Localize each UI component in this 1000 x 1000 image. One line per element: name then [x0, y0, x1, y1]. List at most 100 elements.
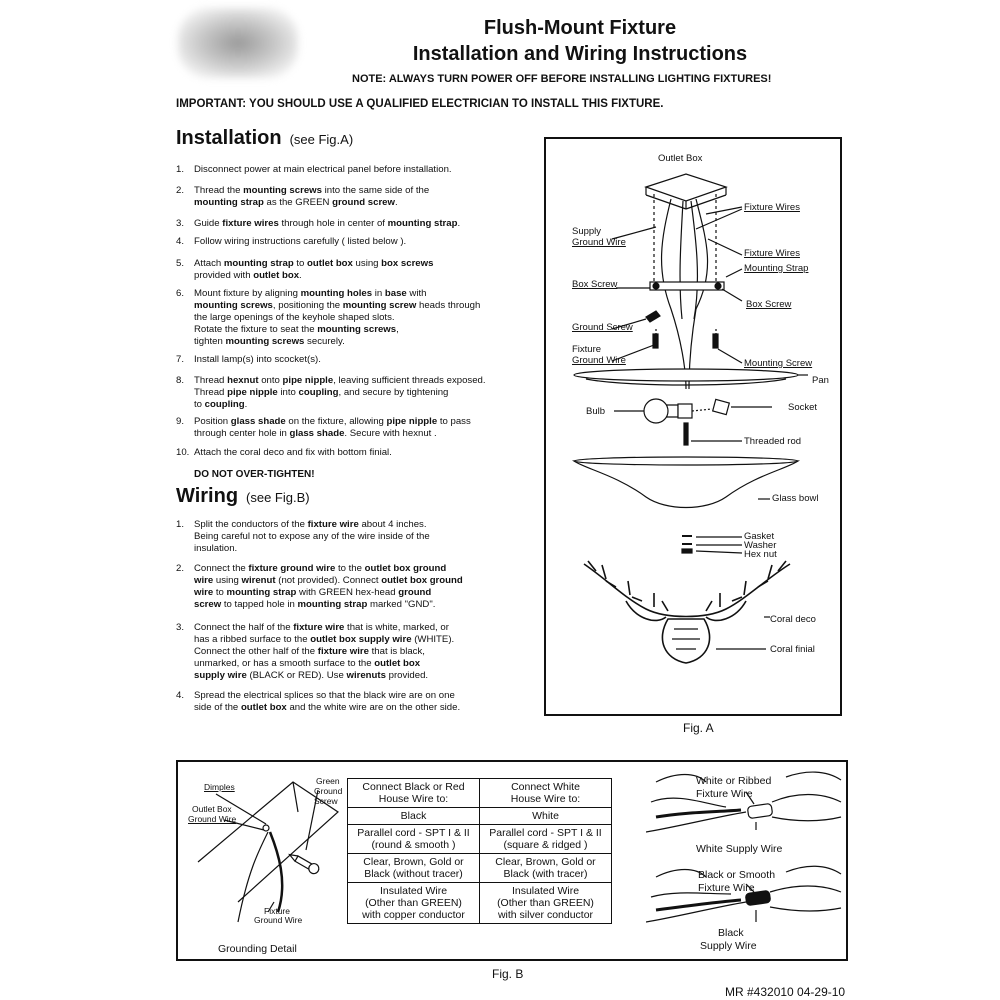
label-black-smooth-2: Fixture Wire: [698, 882, 755, 894]
table-cell: Parallel cord - SPT I & II (round & smoo…: [347, 824, 480, 854]
installation-step-text: Follow wiring instructions carefully ( l…: [194, 236, 407, 247]
over-tighten-warning: DO NOT OVER-TIGHTEN!: [194, 469, 315, 480]
installation-step-text: Guide fixture wires through hole in cent…: [194, 218, 461, 229]
label-green-1: Green: [316, 776, 340, 786]
label-fixture-ground-1: Fixture: [572, 344, 602, 355]
label-ground-screw: Ground Screw: [572, 322, 633, 333]
wiring-step-text: Connect the fixture ground wire to the o…: [194, 563, 463, 610]
figure-a: Outlet Box Fixture Wires Supply Ground W…: [544, 137, 842, 716]
wiring-step-number: 1.: [176, 519, 185, 530]
wiring-heading: Wiring (see Fig.B): [176, 485, 310, 508]
installation-step-number: 6.: [176, 288, 185, 299]
figure-b-caption: Fig. B: [492, 967, 524, 981]
installation-step-number: 8.: [176, 375, 185, 386]
wire-matching-table: Connect Black or Red House Wire to:Conne…: [347, 778, 612, 924]
label-fixture-wires-top: Fixture Wires: [744, 202, 800, 213]
wiring-heading-text: Wiring: [176, 485, 239, 507]
wiring-step-number: 3.: [176, 622, 185, 633]
installation-step-text: Attach mounting strap to outlet box usin…: [194, 258, 434, 281]
table-cell: White: [479, 807, 612, 825]
installation-step-number: 9.: [176, 416, 185, 427]
installation-step-text: Attach the coral deco and fix with botto…: [194, 447, 392, 458]
wiring-see-fig: (see Fig.B): [246, 490, 310, 505]
label-bulb: Bulb: [586, 406, 606, 417]
power-off-note: NOTE: ALWAYS TURN POWER OFF BEFORE INSTA…: [352, 73, 772, 85]
installation-step-number: 3.: [176, 218, 185, 229]
installation-step-number: 1.: [176, 164, 185, 175]
label-threaded-rod: Threaded rod: [744, 436, 802, 447]
label-green-2: Ground: [314, 786, 343, 796]
label-mounting-strap: Mounting Strap: [744, 263, 809, 274]
table-cell: Black: [347, 807, 480, 825]
document-id: MR #432010 04-29-10: [725, 985, 846, 999]
installation-step-text: Thread the mounting screws into the same…: [194, 185, 430, 208]
label-dimples: Dimples: [204, 782, 235, 792]
installation-step-text: Mount fixture by aligning mounting holes…: [194, 288, 481, 347]
table-cell: Insulated Wire (Other than GREEN) with c…: [347, 882, 480, 924]
installation-see-fig: (see Fig.A): [289, 132, 354, 147]
grounding-detail-caption: Grounding Detail: [218, 943, 297, 955]
installation-step-number: 5.: [176, 258, 185, 269]
label-outlet-box-ground-1: Outlet Box: [192, 804, 232, 814]
label-black-supply-2: Supply Wire: [700, 940, 757, 952]
label-supply-ground-1: Supply: [572, 226, 602, 237]
label-white-ribbed-2: Fixture Wire: [696, 788, 753, 800]
table-cell: Connect Black or Red House Wire to:: [347, 778, 480, 808]
installation-step-number: 7.: [176, 354, 185, 365]
page-title: Flush-Mount Fixture: [483, 17, 677, 39]
figure-b: Dimples Green Ground Screw Outlet Box Gr…: [176, 760, 848, 961]
label-box-screw-left: Box Screw: [572, 279, 618, 290]
table-row: Clear, Brown, Gold or Black (without tra…: [347, 853, 612, 883]
label-outlet-box: Outlet Box: [658, 153, 703, 164]
label-black-supply-1: Black: [718, 927, 744, 939]
installation-step-number: 10.: [176, 447, 190, 458]
wiring-step-number: 2.: [176, 563, 185, 574]
table-cell: Insulated Wire (Other than GREEN) with s…: [479, 882, 612, 924]
table-row: Insulated Wire (Other than GREEN) with c…: [347, 882, 612, 924]
label-gasket: Gasket: [744, 531, 775, 542]
fixture-exploded-diagram: [572, 173, 808, 664]
grounding-detail-drawing: [197, 781, 339, 923]
label-mounting-screw: Mounting Screw: [744, 358, 813, 369]
label-hex-nut: Hex nut: [744, 549, 777, 560]
table-cell: Clear, Brown, Gold or Black (without tra…: [347, 853, 480, 883]
label-pan: Pan: [812, 375, 829, 386]
wiring-step-text: Spread the electrical splices so that th…: [194, 690, 461, 713]
installation-step-text: Disconnect power at main electrical pane…: [194, 164, 452, 175]
installation-heading: Installation (see Fig.A): [176, 127, 353, 150]
table-row: Connect Black or Red House Wire to:Conne…: [347, 778, 612, 808]
label-outlet-box-ground-2: Ground Wire: [188, 814, 237, 824]
label-white-supply: White Supply Wire: [696, 843, 783, 855]
label-washer: Washer: [744, 540, 777, 551]
installation-step-number: 4.: [176, 236, 185, 247]
wire-splice-drawings: [646, 771, 842, 923]
label-coral-deco: Coral deco: [770, 614, 816, 625]
wiring-step-text: Split the conductors of the fixture wire…: [194, 519, 430, 554]
installation-step-text: Position glass shade on the fixture, all…: [194, 416, 471, 439]
installation-step-text: Install lamp(s) into scocket(s).: [194, 354, 321, 365]
table-row: Parallel cord - SPT I & II (round & smoo…: [347, 824, 612, 854]
wiring-step-number: 4.: [176, 690, 185, 701]
brand-logo: [178, 8, 298, 78]
installation-step-text: Thread hexnut onto pipe nipple, leaving …: [194, 375, 486, 410]
label-fixture-wires-mid: Fixture Wires: [744, 248, 800, 259]
label-box-screw-right: Box Screw: [746, 299, 792, 310]
label-white-ribbed-1: White or Ribbed: [696, 775, 772, 787]
label-socket: Socket: [788, 402, 818, 413]
label-green-3: Screw: [314, 796, 338, 806]
installation-step-number: 2.: [176, 185, 185, 196]
table-cell: Parallel cord - SPT I & II (square & rid…: [479, 824, 612, 854]
label-black-smooth-1: Black or Smooth: [698, 869, 776, 881]
label-glass-bowl: Glass bowl: [772, 493, 819, 504]
electrician-notice: IMPORTANT: YOU SHOULD USE A QUALIFIED EL…: [176, 98, 664, 110]
label-fixture-ground-2: Ground Wire: [572, 355, 626, 366]
label-supply-ground-2: Ground Wire: [572, 237, 626, 248]
label-coral-finial: Coral finial: [770, 644, 815, 655]
label-fixture-ground-b1: Fixture: [264, 906, 290, 916]
page-subtitle: Installation and Wiring Instructions: [412, 43, 748, 65]
label-fixture-ground-b2: Ground Wire: [254, 915, 303, 925]
installation-heading-text: Installation: [176, 127, 282, 149]
figure-a-caption: Fig. A: [683, 721, 714, 735]
table-cell: Connect White House Wire to:: [479, 778, 612, 808]
